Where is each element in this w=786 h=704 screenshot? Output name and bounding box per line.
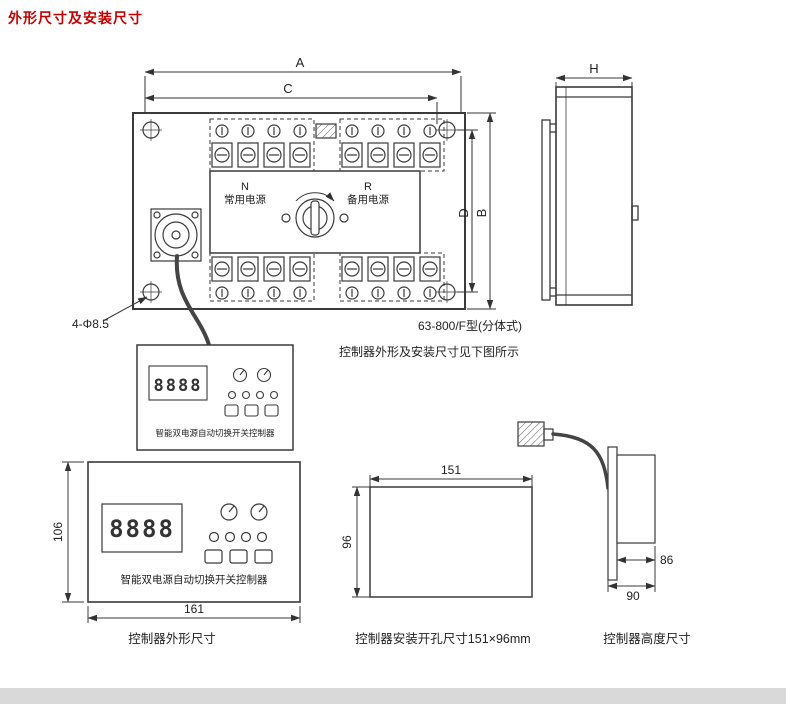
panel-title: 智能双电源自动切换开关控制器	[155, 428, 275, 438]
mounting-hole-callout: 4-Φ8.5	[72, 317, 109, 331]
source-n-letter: N	[241, 181, 249, 193]
indicator-lamps	[227, 390, 279, 400]
dim-a-label: A	[296, 55, 305, 70]
interlock-part	[315, 123, 337, 139]
controller-outline-view: 8888 智能双电源自动切换开关控制器	[51, 461, 301, 646]
switch-side-view: H	[541, 61, 639, 306]
dim-d-label: D	[456, 208, 471, 217]
rotary-switch	[281, 192, 349, 238]
dim-90-label: 90	[626, 589, 640, 603]
page-title: 外形尺寸及安装尺寸	[8, 10, 143, 26]
controller-height-view: 86 90 控制器高度尺寸	[517, 421, 691, 646]
controller-body-side	[616, 454, 656, 544]
switch-front-view: N 常用电源 R 备用电源	[132, 112, 466, 310]
cable-plug	[517, 421, 545, 447]
outline-caption: 控制器外形尺寸	[128, 632, 216, 646]
cutout-caption: 控制器安装开孔尺寸151×96mm	[355, 631, 530, 646]
display-digits: 8888	[154, 376, 203, 396]
panel-cable	[551, 432, 610, 490]
model-label: 63-800/F型(分体式)	[418, 319, 522, 333]
panel-title: 智能双电源自动切换开关控制器	[121, 573, 268, 586]
main-dimensions: A C D B 4-Φ8.5	[72, 55, 496, 331]
cutout-dimensions: 151 96	[340, 463, 533, 598]
cutout-rect	[369, 486, 533, 598]
dim-96-label: 96	[340, 535, 354, 549]
cutout-view: 151 96 控制器安装开孔尺寸151×96mm	[340, 463, 533, 646]
dim-106-label: 106	[51, 522, 65, 542]
controller-cable	[174, 254, 211, 347]
indicator-meters	[220, 503, 268, 521]
height-dimensions: 86 90	[607, 546, 674, 603]
side-tab	[631, 205, 639, 221]
dim-86-label: 86	[660, 553, 674, 567]
indicator-meters	[232, 367, 272, 383]
height-caption: 控制器高度尺寸	[603, 631, 691, 646]
outline-dimensions: 106 161	[51, 461, 301, 623]
source-r-letter: R	[364, 181, 372, 193]
display-digits: 8888	[109, 515, 175, 543]
controller-note: 控制器外形及安装尺寸见下图所示	[339, 344, 519, 359]
dimension-drawing: N 常用电源 R 备用电源	[51, 55, 691, 646]
panel-buttons	[224, 404, 279, 417]
controller-panel-small: 8888 智能双电源自动切换开关控制器	[136, 344, 294, 451]
dim-151-label: 151	[441, 463, 461, 477]
side-body	[555, 86, 633, 306]
dim-b-label: B	[474, 209, 489, 218]
page-edge-strip	[0, 688, 786, 704]
dim-c-label: C	[283, 81, 292, 96]
switch-center-block: N 常用电源 R 备用电源	[209, 170, 421, 254]
digital-display	[148, 365, 208, 401]
digital-display	[101, 503, 183, 553]
side-mounting-plate	[541, 119, 551, 301]
dim-h-label: H	[589, 61, 598, 76]
motor-knob	[150, 208, 202, 262]
panel-buttons	[204, 549, 273, 564]
source-n-label: 常用电源	[224, 193, 266, 206]
front-panel-side	[607, 446, 618, 581]
dim-161-label: 161	[184, 602, 204, 616]
source-r-label: 备用电源	[347, 193, 389, 206]
indicator-lamps	[208, 531, 268, 543]
terminals-top	[209, 118, 445, 172]
